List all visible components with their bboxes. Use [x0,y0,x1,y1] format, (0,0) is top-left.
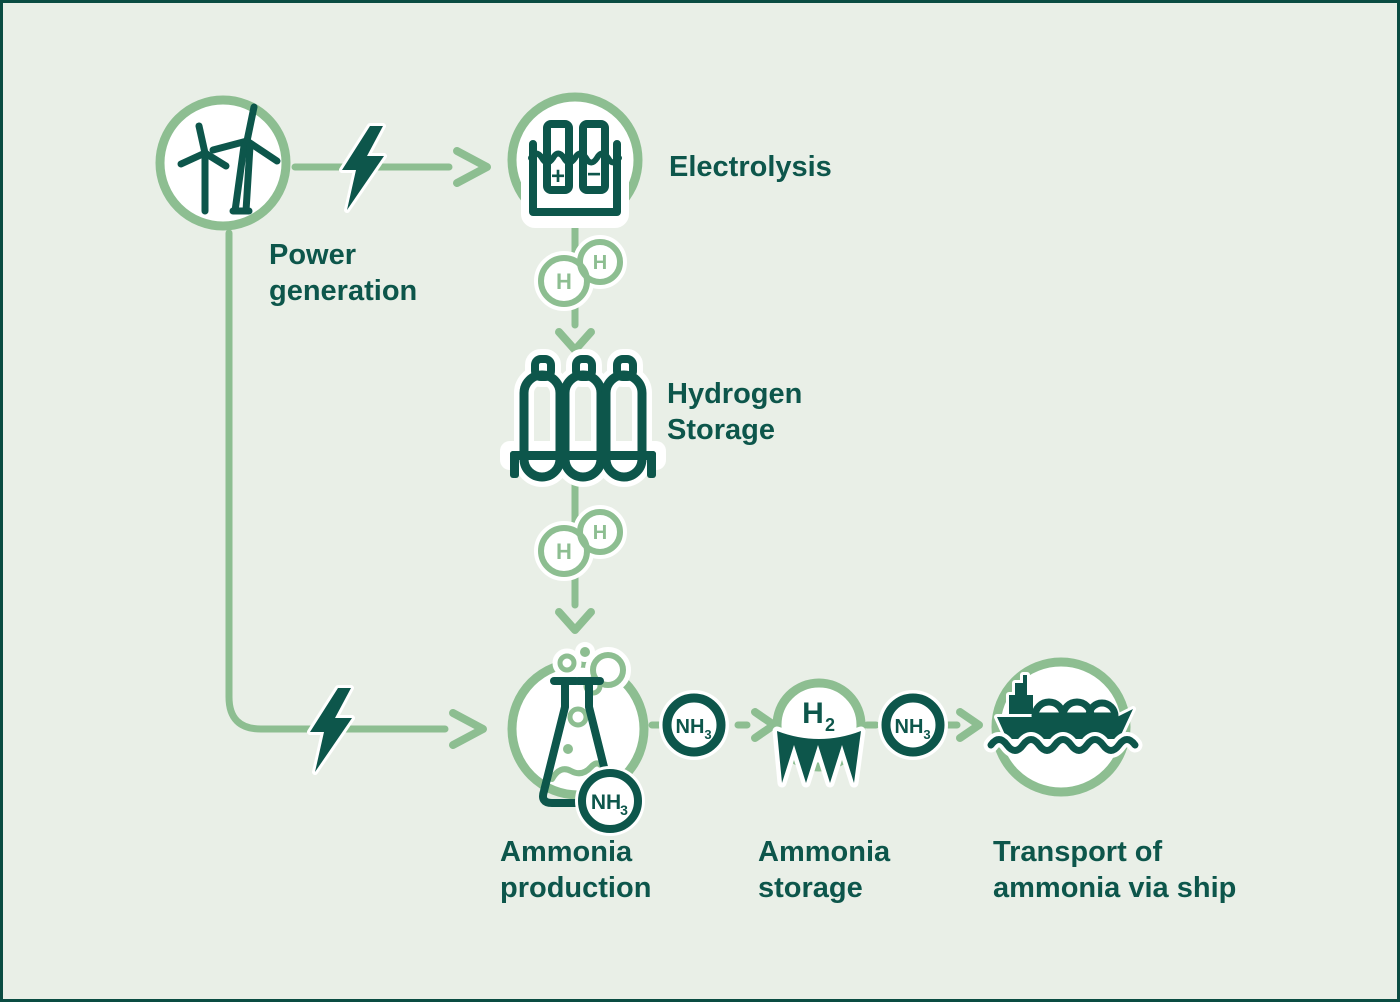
h-atom-label: H [556,539,572,564]
ammonia-production-node: NH 3 [507,642,649,836]
label-line: generation [269,275,418,307]
electrolysis-label: Electrolysis [669,149,832,185]
label-line: Storage [667,414,775,446]
electricity-bolt-icon [339,123,387,213]
anode-plus-sign: + [551,163,565,190]
label-line: Ammonia [758,836,891,868]
nh3-subscript: 3 [923,727,930,742]
h-atom-label: H [593,522,607,544]
cathode-minus-sign: − [587,161,601,188]
arrowhead-down-icon [555,328,595,354]
nh3-label: NH [591,791,621,814]
h-atom-label: H [593,252,607,274]
h2-formula: H [802,697,824,730]
wind-turbine-icon [177,103,281,215]
nh3-molecule-badge: NH 3 [659,690,729,760]
label-line: Power [269,239,357,271]
ammonia-storage-label: Ammonia storage [758,834,890,906]
power-generation-node [155,95,291,231]
ammonia-storage-node: H 2 [772,678,866,788]
nh3-molecule-badge: NH 3 [878,690,948,760]
arrowhead-right-icon [956,708,983,742]
h2-formula-subscript: 2 [825,715,835,735]
arrow-power-to-production [225,229,449,733]
transport-label: Transport of ammonia via ship [993,834,1236,906]
arrowhead-right-icon [453,147,491,187]
transport-ship-node [983,657,1143,797]
gas-cylinders-icon [510,355,656,482]
label-line: Transport of [993,836,1163,868]
label-line: Hydrogen [667,378,803,410]
h-atom-label: H [556,269,572,294]
label-line: ammonia via ship [993,872,1237,904]
electrolysis-node: + − [507,92,643,228]
hydrogen-storage-label: Hydrogen Storage [667,376,802,448]
arrowhead-right-icon [449,709,487,749]
label-line: storage [758,872,863,904]
label-line: production [500,872,652,904]
spherical-tank-icon [772,726,866,788]
nh3-molecule-badge: NH 3 [575,766,645,836]
electrolysis-cell-icon: + − [528,120,622,216]
ammonia-production-label: Ammonia production [500,834,651,906]
label-line: Ammonia [500,836,633,868]
power-generation-label: Power generation [269,237,417,309]
electricity-bolt-icon [307,685,355,775]
nh3-label: NH [895,716,924,738]
h2-molecule-icon: H H [534,235,627,311]
nh3-subscript: 3 [704,727,711,742]
label-line: Electrolysis [669,151,832,183]
nh3-label: NH [676,716,705,738]
arrowhead-down-icon [555,608,595,634]
hydrogen-storage-node [500,349,666,487]
lng-ship-icon [983,672,1143,758]
nh3-subscript: 3 [620,802,628,818]
h2-molecule-icon: H H [534,505,627,581]
